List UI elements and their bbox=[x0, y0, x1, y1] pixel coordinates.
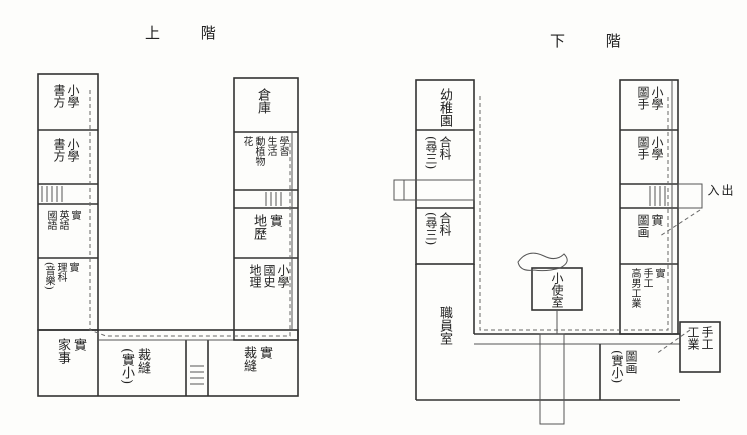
upper-floor-title: 上 階 bbox=[145, 24, 234, 42]
lower-room-8-label: 實圖画 bbox=[636, 214, 664, 238]
upper-room-11-label: 小學國史地理 bbox=[248, 264, 290, 288]
upper-left-stairs bbox=[41, 186, 63, 202]
lower-entrance-porch bbox=[677, 183, 703, 209]
upper-floor-plan bbox=[37, 73, 299, 397]
upper-room-2-label: 小學書方 bbox=[52, 138, 80, 162]
lower-room-11-label: 手工工業 bbox=[686, 326, 714, 350]
upper-room-5-label: 實家事 bbox=[55, 338, 86, 364]
lower-room-3-label: 合科(尋三) bbox=[424, 212, 452, 246]
upper-room-6-label: 裁縫(實小) bbox=[119, 348, 150, 385]
lower-room-4-label: 職員室 bbox=[437, 306, 452, 345]
lower-floor-title: 下 階 bbox=[550, 32, 639, 50]
lower-room-10-label: 圖画(實小) bbox=[610, 350, 638, 384]
lower-route-line bbox=[479, 96, 669, 331]
upper-bottom-wing bbox=[37, 329, 299, 397]
upper-room-4-label: 實理科(音樂) bbox=[43, 262, 78, 290]
lower-floor-plan bbox=[393, 79, 721, 425]
lower-room-9-label: 實手工高男工業 bbox=[629, 268, 664, 308]
lower-entrance-label: 出入 bbox=[706, 184, 734, 196]
upper-right-stairs bbox=[265, 192, 282, 206]
lower-room-5-label: 小使室 bbox=[550, 272, 564, 308]
lower-room-6-label: 小學圖手 bbox=[636, 86, 664, 110]
lower-room-7-label: 小學圖手 bbox=[636, 136, 664, 160]
lower-left-wing bbox=[415, 79, 475, 265]
lower-right-stairs bbox=[649, 186, 666, 206]
upper-room-7-label: 實裁縫 bbox=[241, 346, 272, 372]
upper-room-3-label: 實英語國語 bbox=[45, 210, 80, 230]
lower-room-2-label: 合科(尋三) bbox=[424, 136, 452, 170]
lower-left-corridor bbox=[393, 179, 475, 201]
lower-passage bbox=[539, 333, 565, 425]
upper-right-wing bbox=[233, 77, 299, 341]
upper-route-line bbox=[89, 90, 291, 337]
lower-room-1-label: 幼稚園 bbox=[437, 88, 452, 127]
upper-bottom-stairs bbox=[190, 365, 204, 385]
upper-room-8-label: 倉庫 bbox=[255, 88, 270, 114]
lower-pond-shape bbox=[517, 252, 568, 272]
upper-room-9-label: 學習生活動植物花 bbox=[241, 136, 288, 166]
upper-room-10-label: 實地歷 bbox=[251, 214, 282, 240]
upper-room-1-label: 小學書方 bbox=[52, 84, 80, 108]
lower-workshop-annex bbox=[679, 321, 721, 373]
